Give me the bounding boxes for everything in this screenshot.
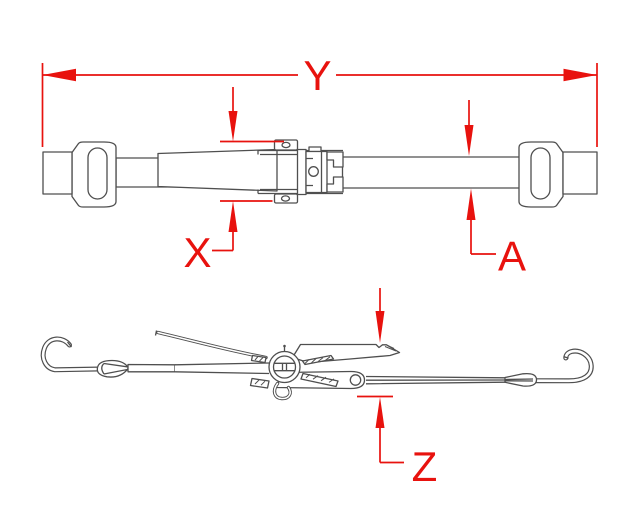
strap-overlay-webbing — [157, 148, 278, 192]
right-eye-swage — [504, 372, 538, 387]
pawl-tip-hatch — [384, 345, 397, 352]
right-bracket-slot — [530, 147, 551, 200]
right-end-cap — [562, 151, 598, 195]
drum-slot — [273, 362, 296, 372]
buckle-left-plate — [296, 148, 307, 196]
right-hook-tip-cut — [563, 355, 569, 359]
buckle-right-lower-jaw — [326, 176, 344, 193]
drum-clip — [272, 381, 292, 401]
side-view — [40, 330, 594, 401]
free-wire-end — [154, 330, 268, 360]
drum-inner — [272, 355, 297, 379]
dim-z-label: Z — [412, 443, 438, 490]
dim-x-arrow-up — [228, 201, 238, 232]
rod-lines — [365, 375, 507, 385]
dim-a-arrow-up — [466, 188, 476, 220]
dim-a-label: A — [498, 233, 526, 280]
dim-x-label: X — [183, 229, 211, 276]
rod-section-lower — [300, 372, 339, 388]
left-hook-tip-cut — [66, 341, 73, 348]
left-bracket-slot — [87, 147, 108, 200]
wire-stub-upper — [250, 354, 267, 364]
dim-x-leader-bottom — [212, 232, 234, 252]
dim-y-arrow-right — [563, 68, 597, 82]
buckle-right-upper-jaw — [326, 151, 344, 168]
dim-a-leader-bottom — [470, 220, 496, 255]
top-view — [42, 139, 598, 208]
dimension-x: X — [183, 87, 284, 276]
dim-z-leader-bottom — [379, 428, 404, 464]
ratchet-buckle — [257, 139, 344, 204]
dimension-a: A — [464, 100, 526, 280]
left-swage-flat — [127, 363, 176, 373]
dim-y-arrow-left — [42, 68, 76, 82]
left-eye-swage — [96, 359, 176, 378]
cable-edges — [174, 362, 270, 375]
wire-stub-lower — [249, 377, 270, 389]
cable-fill — [175, 363, 269, 374]
left-eye-wrap-lines — [101, 362, 129, 375]
dim-a-arrow-down — [464, 125, 474, 156]
buckle-top-tab-oval — [281, 141, 291, 149]
buckle-top-lug — [308, 146, 322, 153]
buckle-top-tab — [273, 139, 299, 151]
buckle-plate-notches — [306, 151, 323, 193]
right-swage-lines — [504, 378, 534, 382]
left-eye — [96, 359, 130, 378]
dim-y-label: Y — [303, 52, 331, 99]
dim-x-arrow-down — [228, 111, 238, 142]
buckle-bottom-tab-oval — [280, 195, 291, 202]
dim-z-arrow-down — [375, 311, 385, 343]
buckle-bottom-tab — [273, 193, 299, 204]
drum-top-pin-head — [283, 344, 286, 348]
free-wire-cut — [154, 330, 158, 336]
strap-right-segment — [341, 156, 521, 189]
cable-left — [174, 362, 270, 375]
rod-section-upper — [301, 354, 335, 366]
dimension-z: Z — [357, 288, 437, 490]
left-end-cap — [42, 151, 73, 195]
dim-z-arrow-up — [375, 397, 385, 428]
right-hook — [529, 348, 594, 384]
ratchet-drum — [268, 344, 301, 384]
tension-rod — [365, 375, 507, 385]
left-hook — [40, 336, 102, 373]
buckle-axle-hole — [308, 166, 319, 177]
dimension-y: Y — [41, 52, 598, 147]
link-arm-hole — [349, 374, 362, 386]
